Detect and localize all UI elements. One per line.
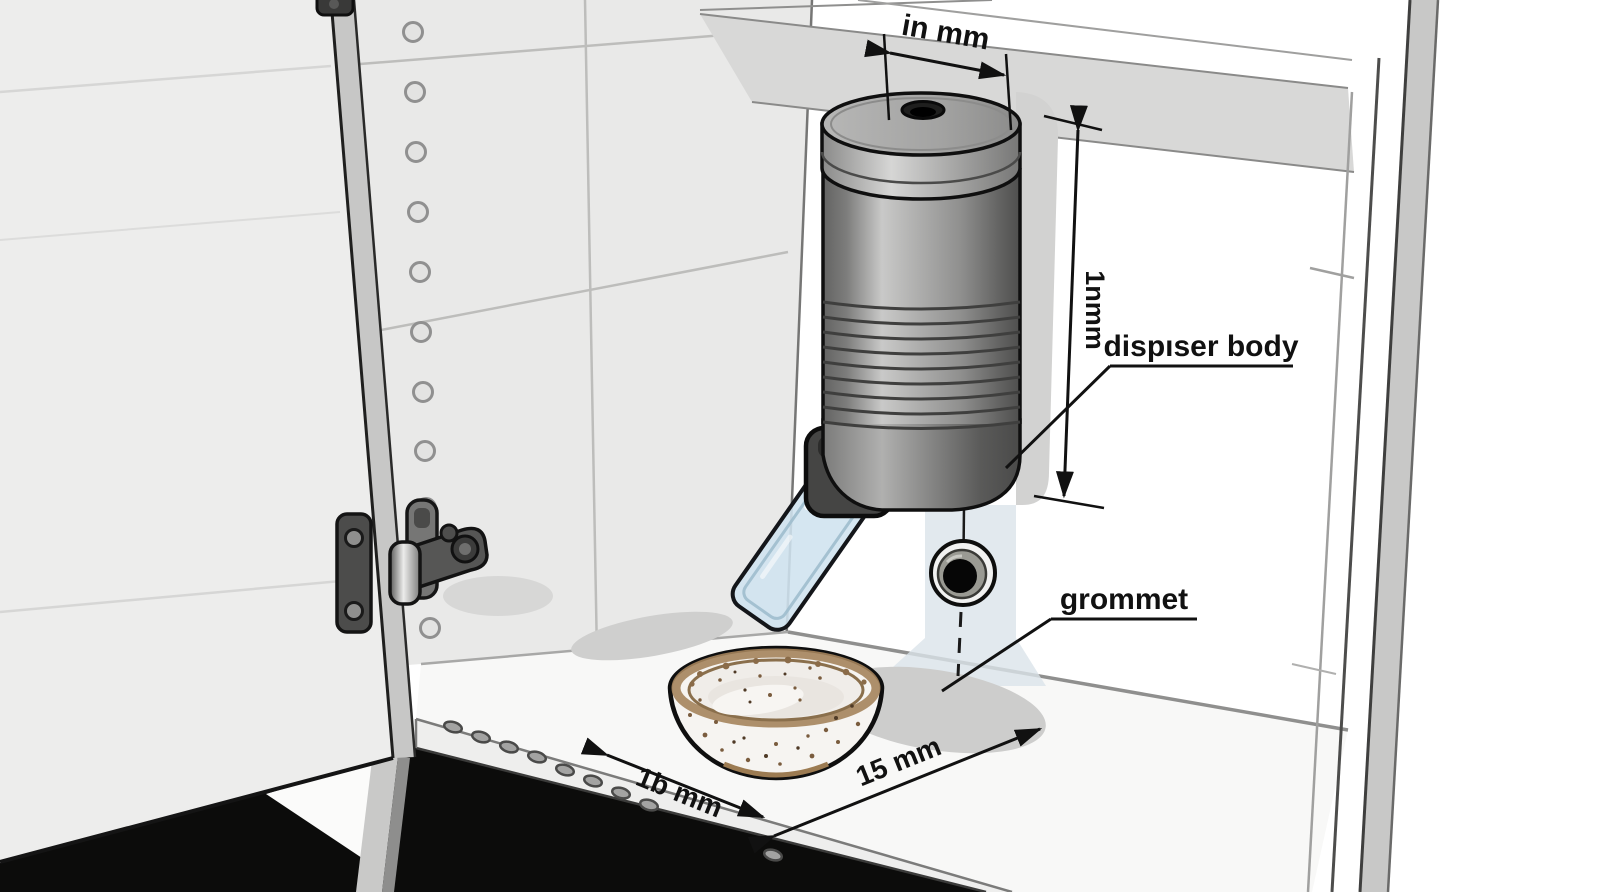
cabinet-door xyxy=(0,0,417,864)
chute-shadow xyxy=(571,611,733,661)
hinge-shadow xyxy=(443,576,553,616)
grommet-hole xyxy=(943,559,977,593)
lid-hole-inner xyxy=(910,107,936,117)
shelf-front-bottom-edge xyxy=(415,746,987,892)
top-back-edge xyxy=(699,0,993,11)
hinge-screw-bottom xyxy=(344,601,364,621)
frame-inner-line xyxy=(1306,91,1354,892)
grommet-label: grommet xyxy=(1060,583,1188,616)
door-bottom-edge xyxy=(0,756,394,864)
door-panel-line-top xyxy=(0,64,332,94)
dispenser-collar xyxy=(821,418,1022,512)
leader-line xyxy=(941,617,1052,693)
dim-top-width xyxy=(864,33,1013,131)
top-front-arris xyxy=(857,0,1353,61)
height-label: 1nmm xyxy=(1080,270,1110,350)
dim-height xyxy=(1033,105,1105,510)
dispenser-lid xyxy=(820,91,1022,201)
door-panel-line-upper xyxy=(0,211,341,241)
top-hinge-stub xyxy=(315,0,355,17)
under-shelf-void xyxy=(0,748,986,892)
cabinet-hinge xyxy=(335,498,489,634)
grommet-centerline-dashed xyxy=(956,611,963,677)
door-panel-line-lower xyxy=(0,578,353,614)
frame-rail-joint-lower xyxy=(1291,663,1337,675)
tick-bottom xyxy=(1033,494,1105,510)
leg-shadow-side xyxy=(382,756,410,892)
cabinet-top-underside xyxy=(700,14,1354,172)
dim-line xyxy=(1055,105,1088,499)
leg-front xyxy=(356,752,398,892)
hinge-backplate xyxy=(335,512,373,634)
tile-line-horizontal-mid xyxy=(380,250,789,332)
dispenser xyxy=(803,91,1022,519)
chute-highlight-2 xyxy=(760,534,793,579)
grommet-assembly xyxy=(929,505,997,677)
annotations xyxy=(580,33,1293,854)
frame-stile-line xyxy=(1330,57,1381,892)
door-edge-outline-right xyxy=(352,0,417,758)
underside-top-edge xyxy=(699,13,1349,89)
right-door-edge-outline-left xyxy=(1358,0,1412,892)
door-face xyxy=(0,0,393,862)
bowl-cavity-highlight xyxy=(712,684,804,716)
callout-dispenser-body xyxy=(1004,364,1293,470)
dispenser-body-label: dispıser body xyxy=(1103,330,1298,363)
back-wall-panel xyxy=(354,0,812,665)
tile-line-vertical xyxy=(583,0,599,657)
bowl-rim-band xyxy=(671,648,881,728)
floor-glimpse xyxy=(266,760,378,858)
dim-line xyxy=(864,39,1007,80)
leader-line xyxy=(1004,364,1112,470)
shelf-back-edge-right xyxy=(787,630,1349,732)
hinge-barrel xyxy=(388,540,422,606)
frame-rail-joint-upper xyxy=(1309,266,1355,280)
dispenser-ribs xyxy=(822,300,1021,430)
hinge-tab-slot xyxy=(414,508,430,528)
bowl-rim-drips xyxy=(689,656,867,687)
hinge-arm-pivot-pin xyxy=(459,543,471,555)
dim-shelf-left xyxy=(580,737,766,819)
dispenser-body-shell xyxy=(823,168,1020,424)
door-edge-outline-left xyxy=(329,0,395,759)
grommet-highlight xyxy=(945,554,963,564)
hinge-arm-knuckle xyxy=(439,523,459,543)
cabinet-legs xyxy=(356,752,410,892)
callout-grommet xyxy=(941,617,1197,693)
right-door-edge-outline-right xyxy=(1386,0,1440,892)
hinge-screw-top xyxy=(344,528,364,548)
ext-line-right xyxy=(1004,53,1013,131)
dim-shelf-right xyxy=(747,727,1043,854)
dispenser-wall-shadow xyxy=(1013,92,1059,505)
right-door-edge xyxy=(1360,0,1438,892)
